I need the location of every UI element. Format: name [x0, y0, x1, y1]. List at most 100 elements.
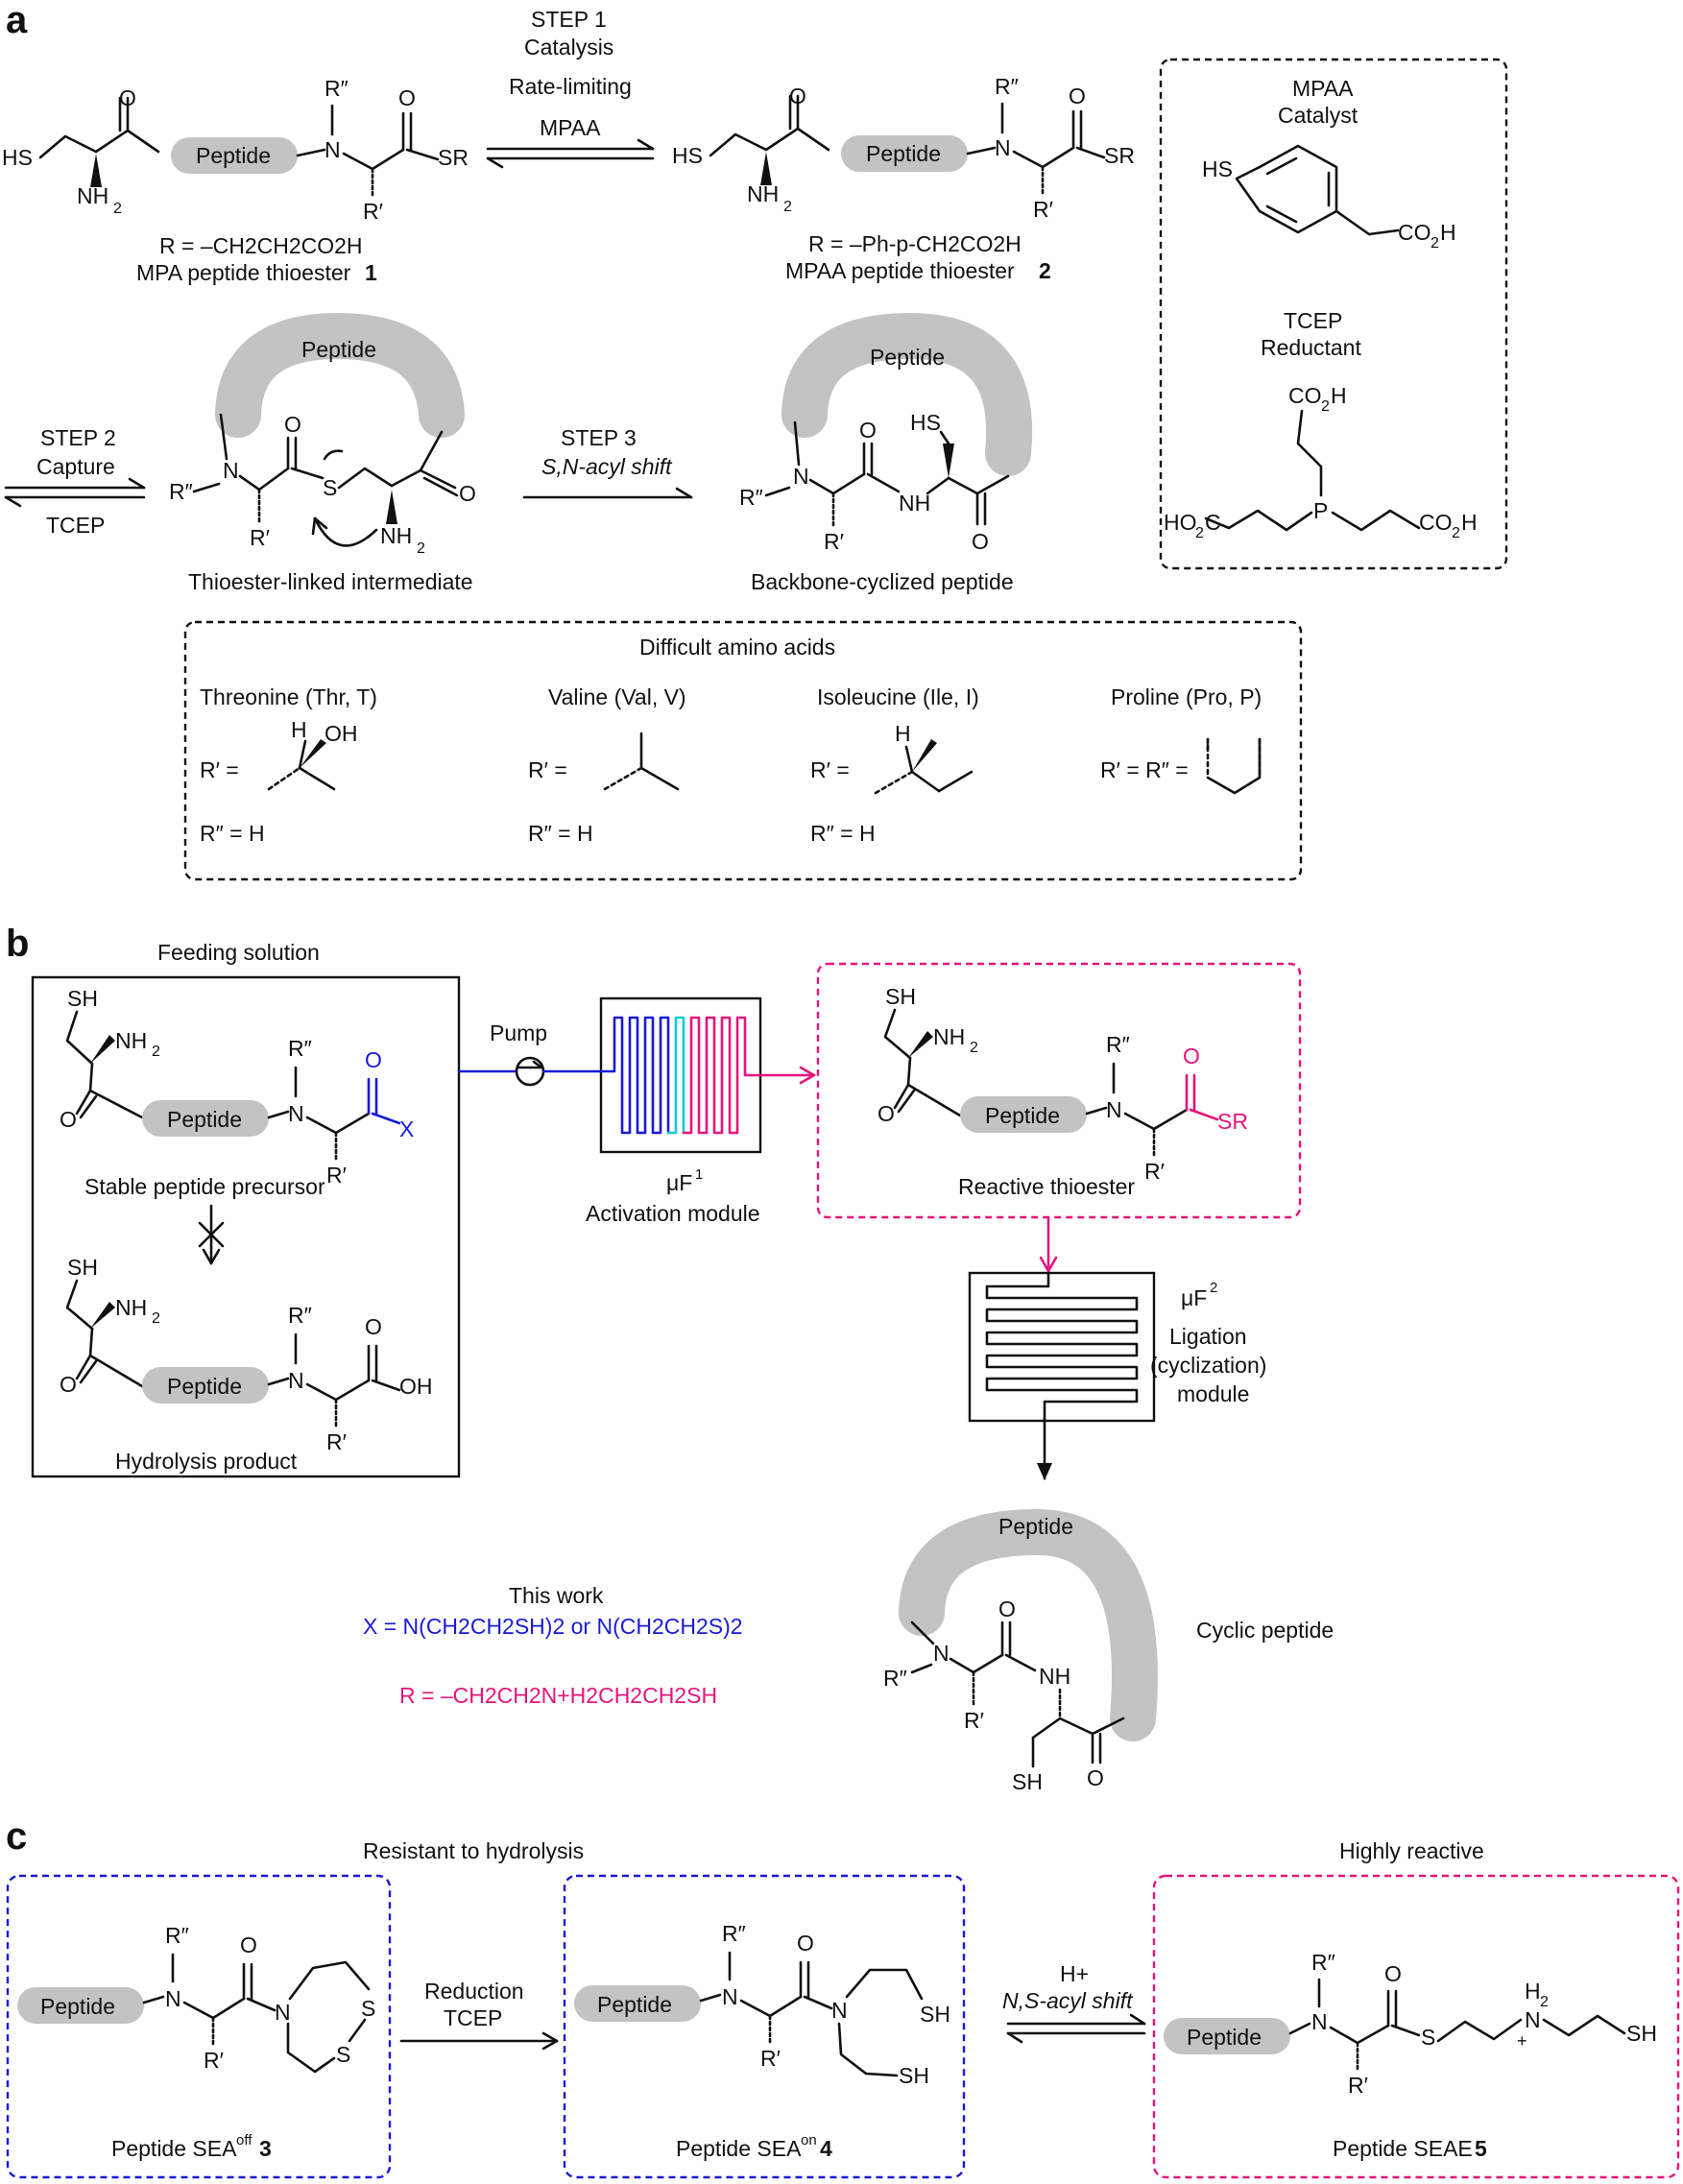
svg-text:HS: HS	[672, 143, 703, 168]
cmpd1-name: MPA peptide thioester	[136, 260, 351, 285]
svg-text:off: off	[236, 2132, 252, 2148]
svg-text:X: X	[399, 1116, 414, 1141]
svg-text:NH: NH	[380, 523, 412, 548]
svg-text:Peptide: Peptide	[985, 1103, 1060, 1128]
svg-text:N: N	[995, 135, 1011, 160]
svg-text:O: O	[859, 418, 877, 443]
reactive-thioester-label: Reactive thioester	[958, 1174, 1135, 1199]
svg-text:N: N	[223, 458, 239, 483]
svg-text:R′: R′	[824, 529, 844, 554]
svg-text:N: N	[325, 137, 341, 162]
svg-text:NH: NH	[77, 183, 108, 208]
svg-text:O: O	[459, 481, 476, 506]
muF2-label: μF	[1181, 1285, 1207, 1310]
cyclized-structure: Peptide N R″ R′ O NH HS O	[739, 312, 1033, 554]
svg-text:O: O	[119, 85, 136, 110]
svg-text:R′: R′	[1033, 197, 1053, 222]
svg-text:R′ = R″ =: R′ = R″ =	[1100, 757, 1189, 782]
h-plus-label: H+	[1060, 1961, 1089, 1986]
svg-text:R′: R′	[204, 2048, 224, 2073]
activation-module-chip	[599, 996, 762, 1154]
svg-text:Peptide: Peptide	[301, 337, 376, 362]
svg-text:MPAA: MPAA	[540, 115, 601, 140]
difficult-title: Difficult amino acids	[639, 635, 835, 660]
sea-off-structure: Peptide N R″ R′ O N S S	[17, 1923, 375, 2074]
svg-text:O: O	[365, 1314, 382, 1339]
svg-text:Peptide: Peptide	[40, 1994, 115, 2019]
svg-text:R″: R″	[883, 1666, 907, 1691]
step3-title: STEP 3	[561, 425, 637, 450]
svg-text:R″: R″	[722, 1921, 746, 1946]
svg-text:S: S	[1421, 2025, 1435, 2050]
svg-text:O: O	[1384, 1961, 1402, 1986]
svg-text:+: +	[1517, 2031, 1527, 2051]
stable-precursor-label: Stable peptide precursor	[84, 1174, 325, 1199]
seae-box	[1152, 1874, 1680, 2179]
svg-text:2: 2	[1431, 235, 1439, 252]
cmpd1-r-line: R = –CH2CH2CO2H	[159, 233, 363, 258]
intermediate-structure: Peptide N R″ R′ O S NH2 O	[169, 312, 476, 557]
svg-text:2: 2	[113, 201, 122, 217]
muF1-label: μF	[666, 1170, 692, 1195]
svg-text:R′: R′	[760, 2046, 781, 2071]
this-work-label: This work	[509, 1583, 604, 1608]
peptide-pill	[142, 1100, 269, 1137]
svg-text:SH: SH	[67, 986, 98, 1011]
svg-text:O: O	[797, 1931, 814, 1956]
svg-text:O: O	[60, 1372, 77, 1397]
step1-title: STEP 1	[531, 7, 607, 32]
svg-text:OH: OH	[325, 721, 358, 746]
r-definition: R = –CH2CH2N+H2CH2CH2SH	[399, 1683, 717, 1708]
difficult-amino-acids-box	[183, 620, 1303, 881]
svg-text:R′ =: R′ =	[528, 757, 567, 782]
intermediate-label: Thioester-linked intermediate	[188, 569, 473, 594]
panel-b-label: b	[6, 923, 29, 965]
svg-text:R′ =: R′ =	[810, 757, 850, 782]
svg-text:TCEP: TCEP	[1284, 308, 1342, 333]
svg-text:S,N-acyl shift: S,N-acyl shift	[541, 454, 673, 479]
svg-text:R″: R″	[1106, 1032, 1130, 1057]
svg-text:NH: NH	[115, 1295, 147, 1320]
blocked-hydrolysis-arrow	[198, 1204, 225, 1265]
svg-text:N: N	[722, 1984, 738, 2009]
ns-shift-label: N,S-acyl shift	[1002, 1988, 1134, 2013]
svg-text:O: O	[1183, 1044, 1200, 1068]
svg-text:R′ =: R′ =	[200, 757, 239, 782]
svg-text:module: module	[1177, 1381, 1249, 1406]
svg-text:Peptide: Peptide	[167, 1107, 242, 1132]
svg-text:Peptide: Peptide	[866, 141, 941, 166]
svg-text:R″ = H: R″ = H	[810, 821, 876, 846]
svg-text:SH: SH	[1012, 1769, 1043, 1794]
svg-text:NH: NH	[747, 181, 779, 206]
svg-text:P: P	[1313, 498, 1328, 523]
svg-text:SR: SR	[1104, 143, 1135, 168]
pink-down-arrow	[1039, 1215, 1058, 1273]
svg-text:Catalyst: Catalyst	[1278, 103, 1358, 128]
proline-sidechain	[1206, 737, 1262, 795]
svg-text:TCEP: TCEP	[46, 513, 105, 538]
svg-text:O: O	[284, 412, 301, 437]
svg-text:O: O	[240, 1932, 257, 1957]
svg-text:NH: NH	[115, 1028, 147, 1053]
aa-proline-name: Proline (Pro, P)	[1111, 684, 1262, 709]
threonine-sidechain: H OH	[267, 717, 358, 791]
svg-text:CO: CO	[1419, 510, 1453, 535]
svg-text:Catalysis: Catalysis	[524, 35, 613, 60]
equilibrium-arrow-ns-shift	[1006, 2013, 1146, 2044]
svg-text:5: 5	[1475, 2136, 1487, 2161]
svg-text:N: N	[1525, 2007, 1541, 2032]
cyclic-peptide-structure: Peptide N R″ R′ O NH SH O	[883, 1508, 1158, 1794]
panel-c-label: c	[6, 1815, 27, 1858]
svg-text:HS: HS	[910, 410, 941, 435]
svg-text:OH: OH	[399, 1374, 433, 1399]
equilibrium-arrow-step1	[486, 138, 655, 169]
compound-2-structure: HS O NH2 Peptide N R″ R′ O SR	[672, 74, 1135, 222]
peptide-pill	[841, 135, 968, 172]
svg-text:Peptide: Peptide	[870, 345, 945, 370]
peptide-pill	[960, 1096, 1087, 1133]
svg-text:Peptide: Peptide	[998, 1514, 1073, 1539]
